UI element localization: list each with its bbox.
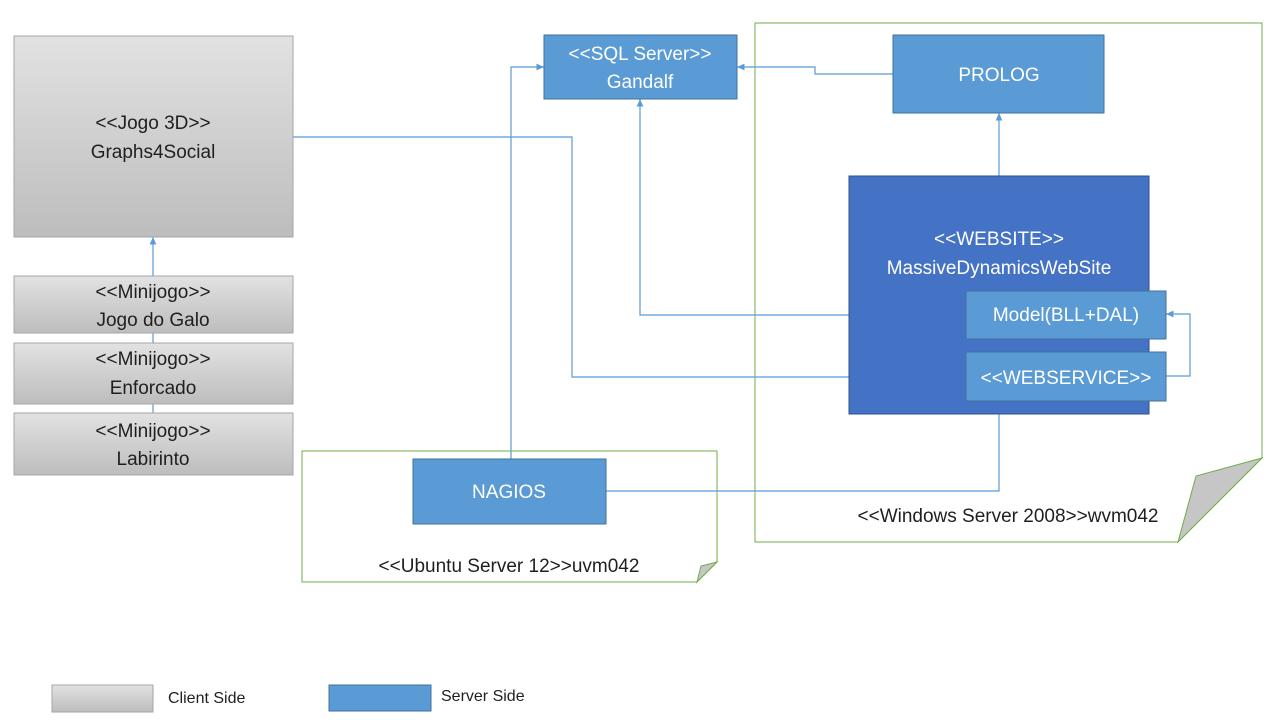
minigame-name: Jogo do Galo <box>96 310 209 331</box>
prolog-name: PROLOG <box>958 65 1039 86</box>
webservice-name: <<WEBSERVICE>> <box>981 368 1152 389</box>
website-stereotype: <<WEBSITE>> <box>934 229 1064 250</box>
sql-server-stereotype: <<SQL Server>> <box>569 44 712 65</box>
game-stereotype: <<Jogo 3D>> <box>95 113 210 134</box>
minigame-name: Enforcado <box>110 378 197 399</box>
sql-server-name: Gandalf <box>607 72 674 93</box>
ubuntu-server-label: <<Ubuntu Server 12>>uvm042 <box>379 556 640 577</box>
minigame-node-3: <<Minijogo>> Labirinto <box>13 412 294 476</box>
minigame-node-1: <<Minijogo>> Jogo do Galo <box>13 275 294 334</box>
website-name: MassiveDynamicsWebSite <box>887 258 1112 279</box>
connector-nagios-to-webservice <box>606 401 1003 492</box>
game-name: Graphs4Social <box>91 142 216 163</box>
model-name: Model(BLL+DAL) <box>993 305 1139 326</box>
connector-prolog-to-sql <box>737 63 893 75</box>
legend-server-swatch <box>328 684 432 712</box>
prolog-node: PROLOG <box>892 34 1105 114</box>
legend-client-label: Client Side <box>168 690 245 707</box>
minigame-stereotype: <<Minijogo>> <box>95 421 210 442</box>
game-node: <<Jogo 3D>> Graphs4Social <box>13 35 294 238</box>
connector-webservice-to-model <box>1166 310 1191 377</box>
minigame-stereotype: <<Minijogo>> <box>95 282 210 303</box>
windows-server-label: <<Windows Server 2008>>wvm042 <box>858 506 1159 527</box>
connector-nagios-to-sql <box>510 63 544 459</box>
minigame-name: Labirinto <box>117 449 190 470</box>
connector-game-to-webservice <box>293 136 966 381</box>
legend-server-label: Server Side <box>441 688 525 705</box>
model-node: Model(BLL+DAL) <box>965 290 1167 340</box>
webservice-node: <<WEBSERVICE>> <box>965 351 1167 402</box>
sql-server-node: <<SQL Server>> Gandalf <box>543 34 738 100</box>
minigame-node-2: <<Minijogo>> Enforcado <box>13 342 294 405</box>
minigame-stereotype: <<Minijogo>> <box>95 349 210 370</box>
legend-client-swatch <box>51 684 154 713</box>
legend: Client Side Server Side <box>51 684 525 713</box>
nagios-node: NAGIOS <box>412 458 607 525</box>
nagios-name: NAGIOS <box>472 482 546 503</box>
